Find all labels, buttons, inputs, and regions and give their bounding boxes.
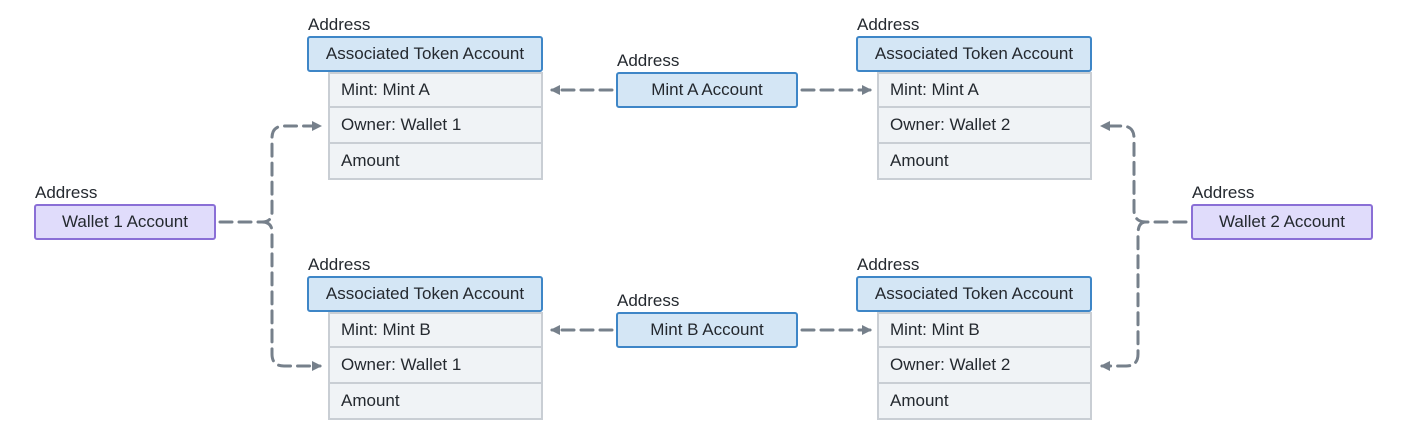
ata-top-left-mint-field: Mint: Mint A xyxy=(328,72,543,108)
wallet-1-address-label: Address xyxy=(35,183,98,202)
ata-top-right-owner-field: Owner: Wallet 2 xyxy=(877,108,1092,144)
wallet-2-to-ata-bottom-right-arrow xyxy=(1100,220,1148,371)
ata-bottom-right-amount-field: Amount xyxy=(877,384,1092,420)
ata-top-right-header: Associated Token Account xyxy=(856,36,1092,72)
ata-bottom-left-amount-field: Amount xyxy=(328,384,543,420)
ata-bottom-right-owner-field: Owner: Wallet 2 xyxy=(877,348,1092,384)
ata-top-right-mint-field: Mint: Mint A xyxy=(877,72,1092,108)
ata-bottom-left-mint-field: Mint: Mint B xyxy=(328,312,543,348)
wallet-1-account-box: Wallet 1 Account xyxy=(34,204,216,240)
wallet-1-to-ata-bottom-left-arrow xyxy=(260,220,322,371)
ata-bottom-right-header: Associated Token Account xyxy=(856,276,1092,312)
wallet-2-account-box: Wallet 2 Account xyxy=(1191,204,1373,240)
ata-top-left-address-label: Address xyxy=(308,15,371,34)
ata-bottom-right-mint-field: Mint: Mint B xyxy=(877,312,1092,348)
mint-a-address-label: Address xyxy=(617,51,680,70)
ata-top-right-address-label: Address xyxy=(857,15,920,34)
ata-bottom-left-owner-field: Owner: Wallet 1 xyxy=(328,348,543,384)
mint-b-address-label: Address xyxy=(617,291,680,310)
ata-bottom-right-address-label: Address xyxy=(857,255,920,274)
wallet-1-to-ata-top-left-arrow xyxy=(218,121,322,224)
wallet-2-to-ata-top-right-arrow xyxy=(1100,121,1188,224)
wallet-2-address-label: Address xyxy=(1192,183,1255,202)
ata-top-left-header: Associated Token Account xyxy=(307,36,543,72)
ata-bottom-left-address-label: Address xyxy=(308,255,371,274)
ata-top-left-amount-field: Amount xyxy=(328,144,543,180)
ata-top-left-owner-field: Owner: Wallet 1 xyxy=(328,108,543,144)
ata-bottom-left-header: Associated Token Account xyxy=(307,276,543,312)
mint-a-account-box: Mint A Account xyxy=(616,72,798,108)
mint-b-account-box: Mint B Account xyxy=(616,312,798,348)
ata-top-right-amount-field: Amount xyxy=(877,144,1092,180)
